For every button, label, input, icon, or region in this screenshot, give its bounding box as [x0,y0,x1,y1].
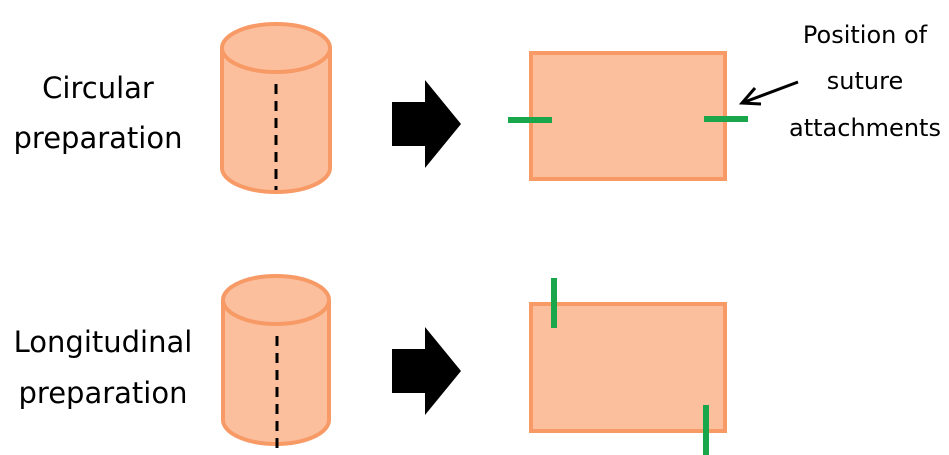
annotation-line3: attachments [789,114,941,142]
longitudinal-cylinder-icon [221,274,331,452]
longitudinal-preparation-row: Longitudinal preparation [14,274,727,455]
longitudinal-tissue-rect [529,302,727,433]
longitudinal-opened-tissue [529,278,727,455]
circular-label-line1: Circular [42,71,154,105]
circular-right-arrow-icon [392,80,461,168]
circular-preparation-row: Circular preparation [14,22,748,194]
longitudinal-label-line1: Longitudinal [14,325,193,359]
circular-cylinder-icon [220,22,332,194]
suture-annotation: Position of suture attachments [738,21,941,142]
annotation-line1: Position of [803,21,928,49]
circular-label-line2: preparation [14,121,183,155]
longitudinal-right-arrow-icon [392,327,461,415]
circular-tissue-rect [529,51,727,181]
pointer-arrow-icon [738,80,799,106]
longitudinal-label-line2: preparation [19,376,188,410]
circular-opened-tissue [508,51,748,181]
annotation-line2: suture [827,67,903,95]
